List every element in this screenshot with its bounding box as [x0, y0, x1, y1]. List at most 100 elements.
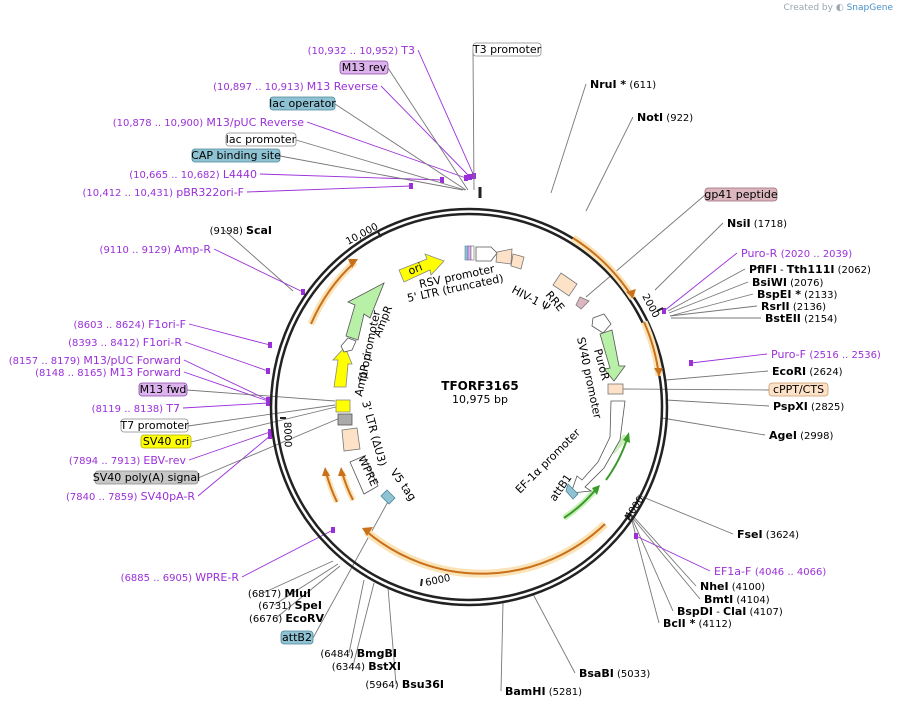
- feature-sv40-promoter: [591, 313, 612, 334]
- feature-box-connector-1: [387, 67, 469, 191]
- primer-connector-15: [690, 353, 768, 364]
- primer-name: Amp-R: [174, 243, 211, 256]
- enzyme-label-2: NsiI (1718): [727, 217, 787, 230]
- feature-box-label-9: SV40 ori: [143, 435, 189, 448]
- enzyme-name: BmtI: [704, 593, 733, 606]
- enzyme-pos: (3624): [763, 530, 800, 541]
- orf-arc-4-head: [322, 467, 330, 476]
- feature-box-2: [269, 96, 336, 111]
- primer-name: F1ori-R: [143, 336, 183, 349]
- primer-name: M13/pUC Reverse: [206, 116, 304, 129]
- primer-name: WPRE-R: [195, 571, 239, 584]
- primer-name: M13 Reverse: [307, 80, 378, 93]
- enzyme-name: BspEI *: [757, 288, 801, 301]
- enzyme-pos: (5033): [614, 669, 651, 680]
- primer-name: SV40pA-R: [141, 490, 196, 503]
- primer-pos: (7840 .. 7859): [66, 492, 141, 503]
- feature-box-6: [768, 382, 829, 397]
- enzyme-label-16: BsaBI (5033): [579, 667, 650, 680]
- enzyme-name-2: ClaI: [723, 605, 746, 618]
- feature-box-label-3: lac promoter: [226, 133, 297, 146]
- enzyme-label-24: (9198) ScaI: [210, 224, 272, 237]
- enzyme-connector-13: [630, 515, 701, 600]
- enzyme-label-15: BclI * (4112): [663, 617, 732, 630]
- tick-2000: [656, 307, 664, 312]
- enzyme-label-23: (6817) MluI: [248, 587, 311, 600]
- enzyme-name: FseI: [737, 528, 763, 541]
- primer-connector-8: [183, 359, 269, 401]
- orf-arc-2-head: [654, 368, 663, 376]
- primer-pos: (9110 .. 9129): [100, 245, 175, 256]
- enzyme-label-20: (6484) BmgBI: [320, 647, 397, 660]
- enzyme-name: MluI: [284, 587, 311, 600]
- enzyme-name: AgeI: [769, 429, 797, 442]
- enzyme-label-5: BspEI * (2133): [757, 288, 838, 301]
- feature-box-connector-7: [186, 389, 336, 402]
- feature-box-connector-0: [472, 49, 475, 191]
- feature-box-label-10: SV40 poly(A) signal: [93, 471, 200, 484]
- green-arc-1-head: [592, 485, 600, 495]
- enzyme-sep: -: [713, 607, 723, 618]
- enzyme-pos: (2998): [797, 431, 834, 442]
- feature-f1-ori: [332, 346, 353, 388]
- primer-pos: (4046 .. 4066): [755, 567, 827, 578]
- primer-site-5: [301, 289, 305, 295]
- feature-box-connector-5: [585, 194, 706, 298]
- enzyme-name: PspXI: [773, 400, 808, 413]
- feature-box-4: [191, 148, 281, 163]
- enzyme-label-6: RsrII (2136): [761, 300, 826, 313]
- enzyme-label-19: (6344) BstXI: [332, 660, 401, 673]
- enzyme-connector-14: [630, 515, 674, 612]
- primer-label-9: (8148 .. 8165) M13 Forward: [35, 366, 181, 379]
- primer-connector-3: [259, 173, 443, 181]
- primer-name: M13/pUC Forward: [83, 354, 181, 367]
- feature-box-label-8: T7 promoter: [119, 419, 189, 432]
- enzyme-name: EcoRI: [772, 365, 806, 378]
- feature-ampr-promoter: [340, 337, 357, 353]
- enzyme-name: BsaBI: [579, 667, 614, 680]
- feature-5-ltr: [495, 248, 513, 265]
- primer-label-12: (7840 .. 7859) SV40pA-R: [66, 490, 195, 503]
- enzyme-connector-22: [273, 563, 339, 606]
- credit-brand: SnapGene: [846, 3, 893, 13]
- enzyme-label-0: NruI * (611): [590, 78, 656, 91]
- primer-label-14: Puro-R (2020 .. 2039): [741, 247, 852, 260]
- primer-site-3: [440, 177, 444, 183]
- primer-label-3: (10,665 .. 10,682) L4440: [129, 168, 257, 181]
- feature-box-10: [94, 470, 199, 485]
- primer-site-7: [266, 368, 270, 374]
- primer-pos: (10,878 .. 10,900): [113, 118, 207, 129]
- primer-connector-6: [188, 323, 271, 346]
- primer-name: T7: [165, 402, 180, 415]
- primer-pos: (8157 .. 8179): [9, 356, 84, 367]
- label-f1-ori: f1 ori: [356, 352, 374, 383]
- enzyme-pos: (6731): [258, 601, 294, 612]
- feature-box-connector-6: [621, 388, 770, 391]
- feature-box-connector-2: [334, 103, 467, 191]
- enzyme-name: BstXI: [368, 660, 401, 673]
- feature-gp41: [575, 296, 590, 310]
- enzyme-pos: (611): [626, 80, 656, 91]
- feature-rsv-promoter: [475, 246, 498, 262]
- feature-box-3: [225, 132, 297, 147]
- enzyme-connector-12: [631, 514, 697, 587]
- feature-box-5: [704, 187, 778, 202]
- enzyme-name: BmgBI: [357, 647, 397, 660]
- primer-pos: (8393 .. 8412): [68, 338, 143, 349]
- primer-site-13: [331, 527, 335, 533]
- enzyme-pos: (922): [663, 113, 693, 124]
- primer-name: L4440: [223, 168, 257, 181]
- primer-site-16: [634, 533, 638, 539]
- enzyme-connector-2: [654, 222, 724, 291]
- primer-connector-13: [241, 529, 334, 578]
- primer-label-6: (8603 .. 8624) F1ori-F: [73, 318, 186, 331]
- enzyme-label-13: BmtI (4104): [704, 593, 770, 606]
- feature-box-label-6: cPPT/CTS: [773, 383, 824, 396]
- enzyme-name: NotI: [637, 111, 663, 124]
- feature-box-connector-10: [197, 417, 341, 479]
- primer-connector-16: [635, 535, 711, 572]
- enzyme-connector-16: [532, 593, 576, 674]
- primer-label-8: (8157 .. 8179) M13/pUC Forward: [9, 354, 181, 367]
- enzyme-pos: (2624): [806, 367, 843, 378]
